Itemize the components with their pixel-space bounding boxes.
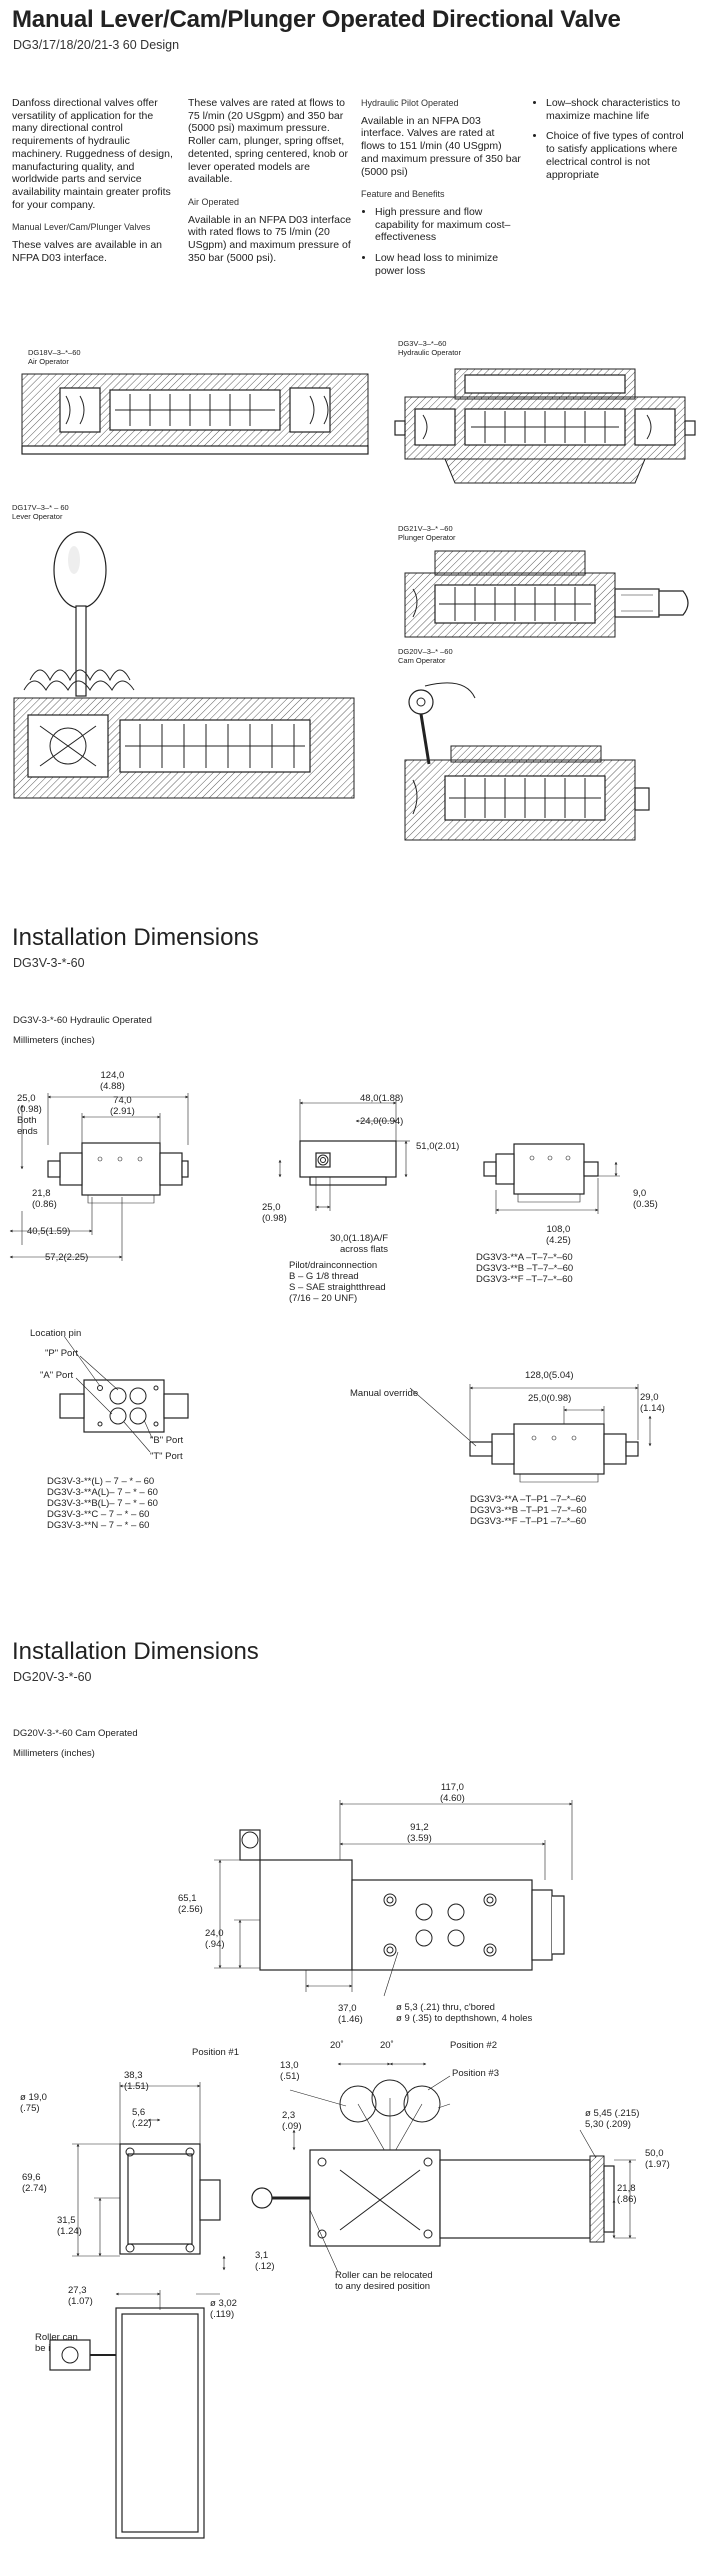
dim-24: 24,0(.94): [205, 1928, 225, 1950]
intro-paragraph: Danfoss directional valves offer versati…: [12, 97, 173, 211]
cam-top-view-drawing: [214, 1800, 573, 1997]
dim-128: 128,0(5.04): [525, 1370, 574, 1381]
units-note: Millimeters (inches): [13, 1748, 95, 1759]
angle-2: 20˚: [380, 2040, 394, 2051]
intro-column-3: Hydraulic Pilot Operated Available in an…: [361, 97, 521, 285]
dim-29: 29,0(1.14): [640, 1392, 665, 1414]
list-item: Choice of five types of control to satis…: [546, 130, 692, 181]
cam-operated-valve-cutaway: [404, 682, 650, 841]
intro-column-4: Low–shock characteristics to maximize ma…: [532, 97, 692, 189]
dim-51: 51,0(2.01): [416, 1141, 460, 1152]
list-item: Low–shock characteristics to maximize ma…: [546, 97, 692, 122]
position-3-label: Position #3: [452, 2068, 500, 2079]
dim-2-3: 2,3(.09): [282, 2110, 302, 2132]
intro-column-2: These valves are rated at flows to 75 l/…: [188, 97, 352, 274]
hydraulic-right-view-drawing: [483, 1143, 620, 1214]
section-model: DG20V-3-*-60: [13, 1670, 92, 1684]
dim-31-5: 31,5(1.24): [57, 2215, 82, 2237]
intro-paragraph: These valves are rated at flows to 75 l/…: [188, 97, 348, 186]
section-heading: Installation Dimensions: [12, 1638, 259, 1665]
cam-end-view-drawing: [49, 2082, 226, 2539]
manual-override-label: Manual override: [350, 1388, 419, 1399]
drawing-caption: DG20V-3-*-60 Cam Operated: [13, 1728, 138, 1739]
intro-subheading: Feature and Benefits: [361, 189, 445, 200]
intro-subheading: Hydraulic Pilot Operated: [361, 98, 459, 108]
intro-paragraph: These valves are available in an NFPA D0…: [12, 239, 163, 264]
dim-5-45: ø 5,45 (.215)5,30 (.209): [585, 2108, 640, 2130]
page-title: Manual Lever/Cam/Plunger Operated Direct…: [12, 6, 621, 33]
dim-25-c: 25,0(0.98): [528, 1393, 572, 1404]
manual-override-view-drawing: [409, 1384, 652, 1483]
units-note: Millimeters (inches): [13, 1035, 95, 1046]
t-port-label: "T" Port: [150, 1451, 183, 1462]
air-operated-valve-cutaway: [21, 373, 369, 455]
dim-19: ø 19,0(.75): [20, 2092, 47, 2114]
dim-117: 117,0(4.60): [440, 1782, 465, 1804]
dim-74: 74,0(2.91): [110, 1095, 135, 1117]
cam-side-view-drawing: [251, 2062, 636, 2273]
dim-5-6: 5,6(.22): [132, 2107, 152, 2129]
dim-65-1: 65,1(2.56): [178, 1893, 203, 1915]
page-subtitle: DG3/17/18/20/21-3 60 Design: [13, 38, 180, 52]
intro-column-1: Danfoss directional valves offer versati…: [12, 97, 180, 274]
dim-91-2: 91,2(3.59): [407, 1822, 432, 1844]
list-item: High pressure and flow capability for ma…: [375, 206, 521, 244]
intro-paragraph: Available in an NFPA D03 interface with …: [188, 213, 352, 264]
port-face-view-drawing: [59, 1335, 189, 1453]
intro-paragraph: Available in an NFPA D03 interface. Valv…: [361, 114, 521, 178]
location-pin-label: Location pin: [30, 1328, 82, 1339]
dim-21-8: 21,8(0.86): [32, 1188, 57, 1210]
hydraulic-front-view-drawing: [9, 1093, 189, 1261]
dim-27-3: 27,3(1.07): [68, 2285, 93, 2307]
dim-13: 13,0(.51): [280, 2060, 300, 2082]
dim-3-1: 3,1(.12): [255, 2250, 275, 2272]
section-heading: Installation Dimensions: [12, 924, 259, 951]
dim-21-8: 21,8(.86): [617, 2183, 637, 2205]
dim-3-02: ø 3,02(.119): [210, 2298, 237, 2320]
angle-1: 20˚: [330, 2040, 344, 2051]
dim-24: 24,0(0.94): [360, 1116, 404, 1127]
section-model: DG3V-3-*-60: [13, 956, 85, 970]
dim-108: 108,0(4.25): [546, 1224, 571, 1246]
position-1-label: Position #1: [192, 2047, 240, 2058]
dim-9: 9,0(0.35): [633, 1188, 658, 1210]
a-port-label: "A" Port: [40, 1370, 74, 1381]
plunger-operated-valve-cutaway: [404, 550, 689, 638]
list-item: Low head loss to minimize power loss: [375, 252, 521, 277]
dim-124: 124,0(4.88): [100, 1070, 125, 1092]
feature-list: High pressure and flow capability for ma…: [361, 206, 521, 278]
drawing-caption: DG3V-3-*-60 Hydraulic Operated: [13, 1015, 152, 1026]
intro-subheading: Air Operated: [188, 196, 240, 207]
hydraulic-operated-valve-cutaway: [394, 368, 696, 484]
dim-57-2: 57,2(2.25): [45, 1252, 89, 1263]
dim-37: 37,0(1.46): [338, 2003, 363, 2025]
feature-list: Low–shock characteristics to maximize ma…: [532, 97, 692, 181]
dim-25-b: 25,0(0.98): [262, 1202, 287, 1224]
position-2-label: Position #2: [450, 2040, 498, 2051]
dim-50: 50,0(1.97): [645, 2148, 670, 2170]
intro-subheading: Manual Lever/Cam/Plunger Valves: [12, 222, 151, 233]
b-port-label: "B" Port: [150, 1435, 184, 1446]
lever-operated-valve-cutaway: [13, 531, 355, 799]
p-port-label: "P" Port: [45, 1348, 79, 1359]
dim-69-6: 69,6(2.74): [22, 2172, 47, 2194]
dim-48: 48,0(1.88): [360, 1093, 404, 1104]
hydraulic-side-view-drawing: [278, 1099, 410, 1211]
dim-40-5: 40,5(1.59): [27, 1226, 71, 1237]
